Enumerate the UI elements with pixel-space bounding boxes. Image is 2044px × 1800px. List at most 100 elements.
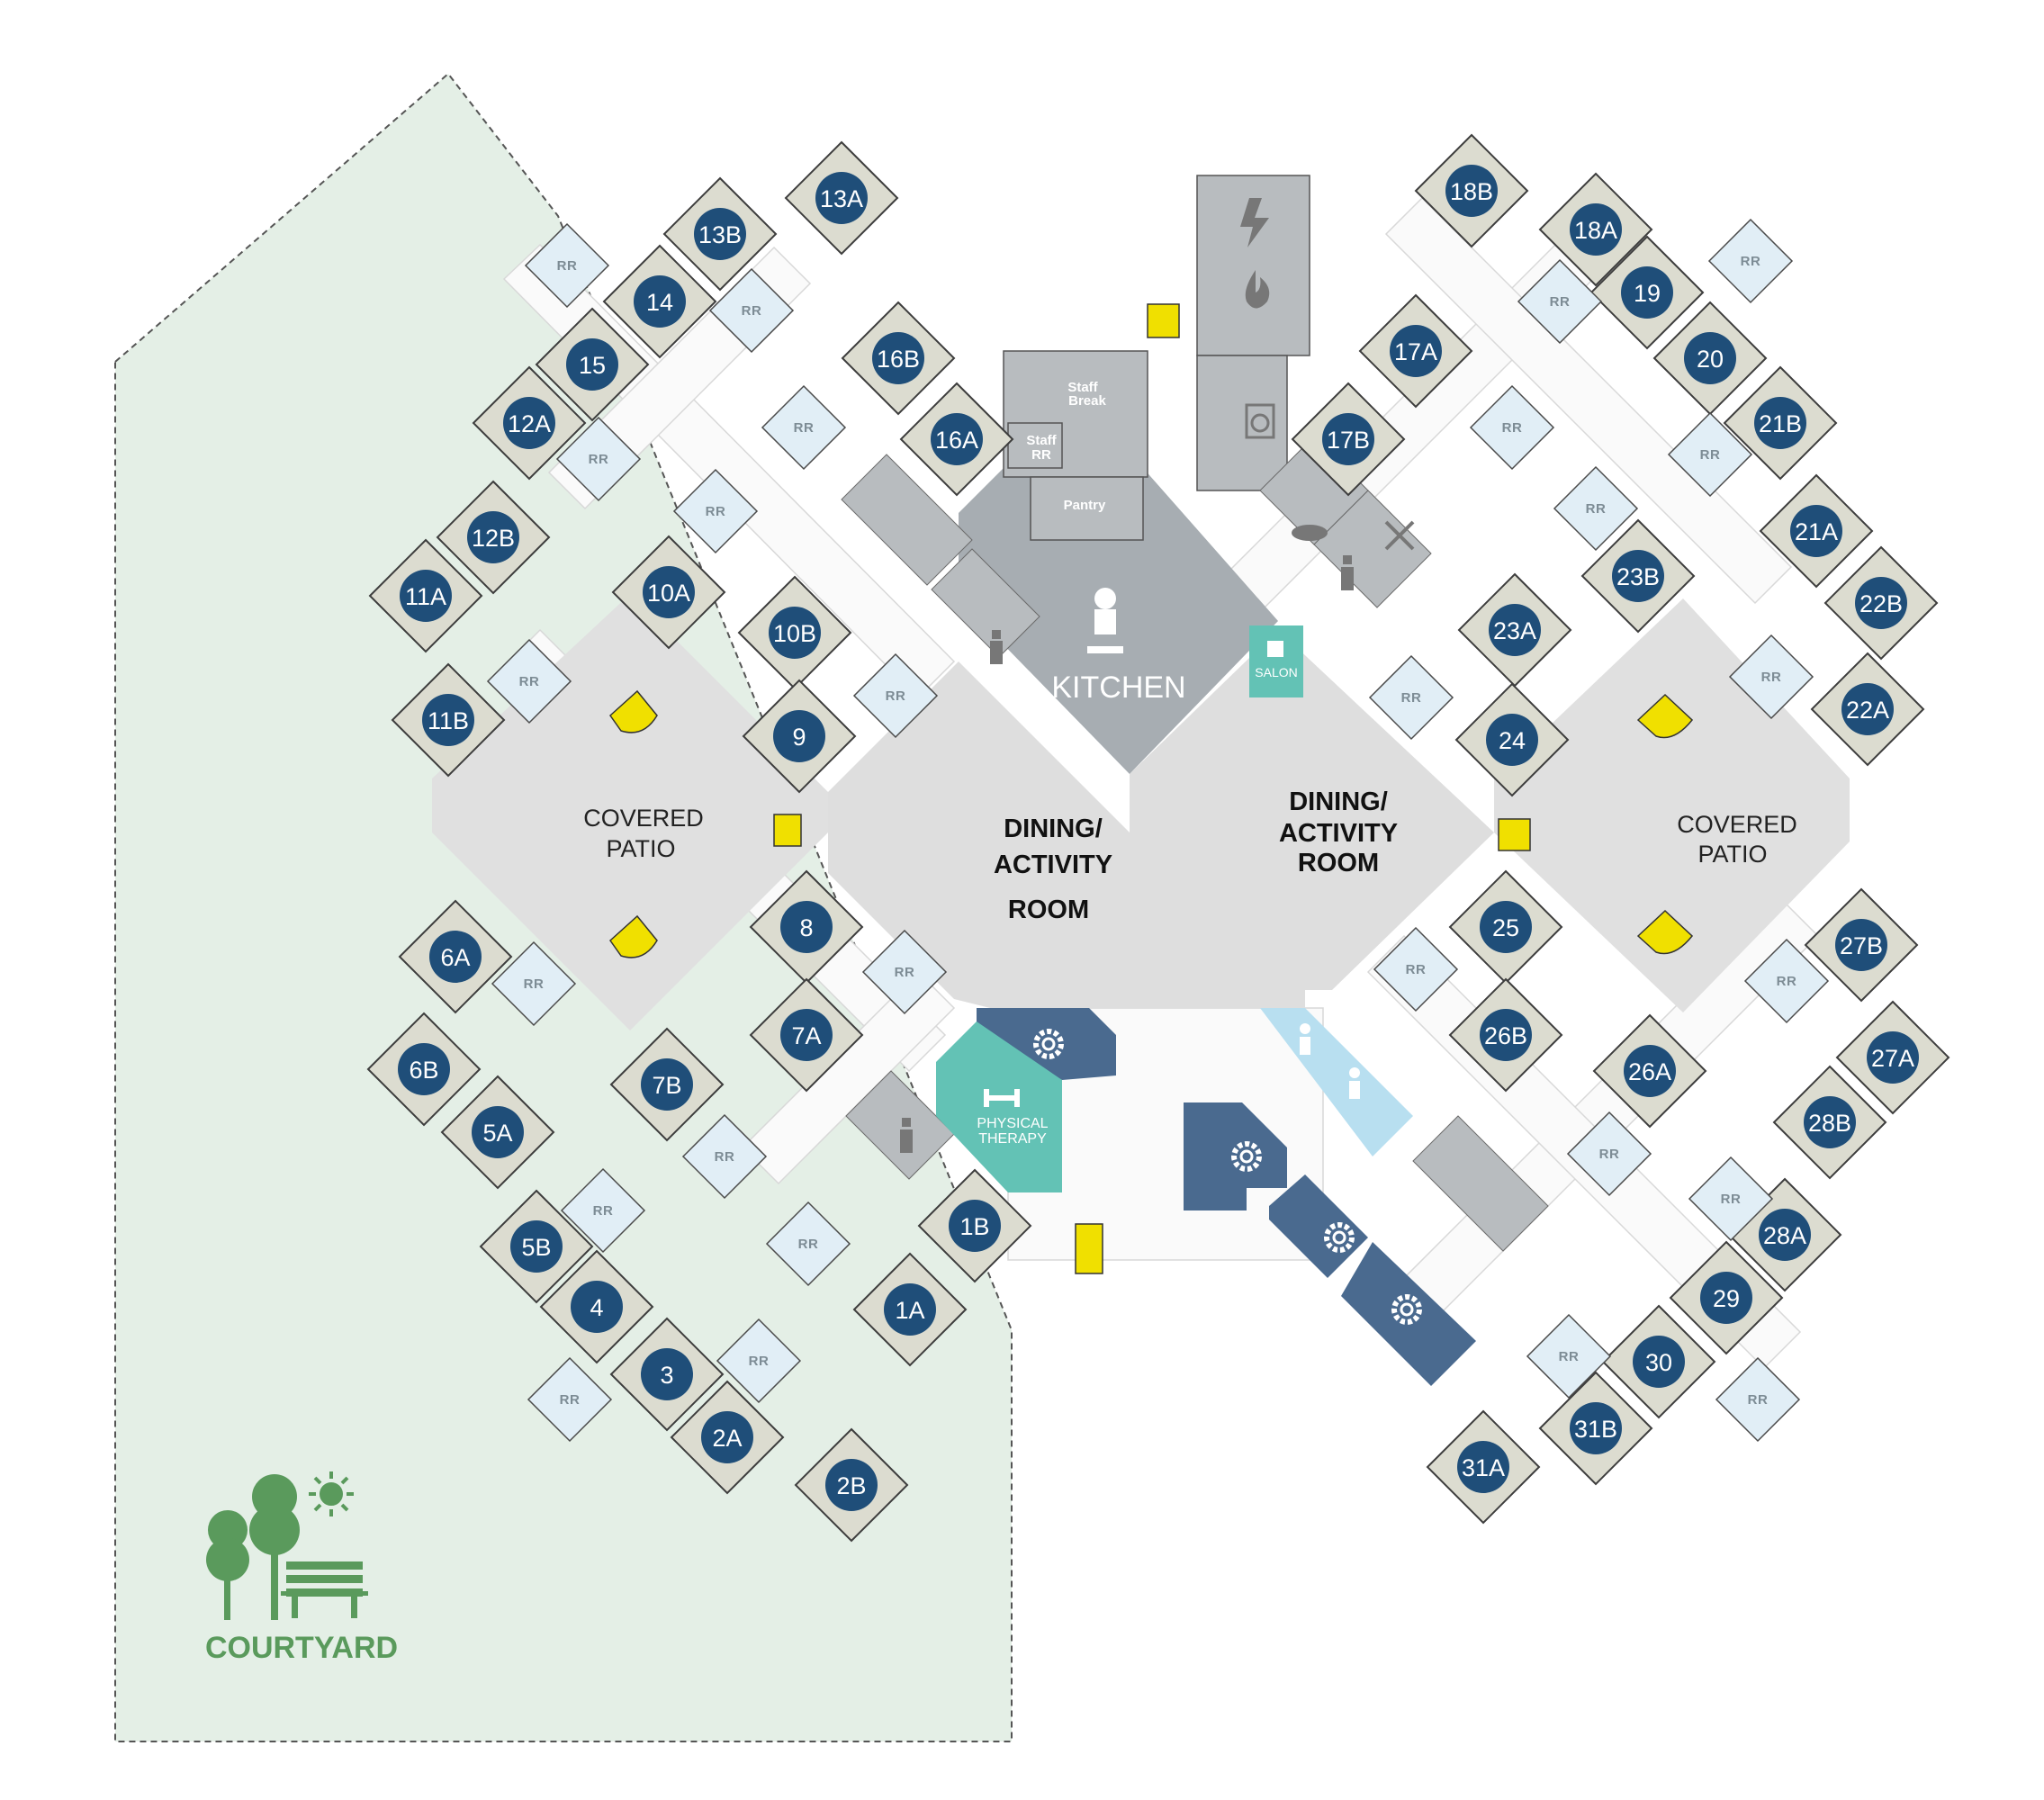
room-marker-15[interactable] bbox=[566, 338, 618, 391]
room-number: 18B bbox=[1450, 178, 1493, 205]
room-number: 17B bbox=[1327, 427, 1370, 454]
room-marker-29[interactable] bbox=[1700, 1272, 1752, 1324]
room-marker-8[interactable] bbox=[780, 901, 833, 953]
room-marker-18b[interactable] bbox=[1445, 165, 1498, 217]
room-marker-26a[interactable] bbox=[1624, 1045, 1676, 1097]
room-number: 14 bbox=[646, 289, 673, 316]
room-marker-4[interactable] bbox=[571, 1281, 623, 1333]
room-marker-28b[interactable] bbox=[1804, 1096, 1856, 1148]
room-marker-1b[interactable] bbox=[949, 1200, 1001, 1252]
room-marker-1a[interactable] bbox=[884, 1283, 936, 1336]
room-marker-7a[interactable] bbox=[780, 1009, 833, 1061]
room-marker-6a[interactable] bbox=[429, 931, 482, 983]
physical-therapy-room bbox=[936, 1022, 1062, 1192]
room-marker-27a[interactable] bbox=[1867, 1031, 1919, 1084]
room-number: 24 bbox=[1499, 727, 1526, 754]
restroom-label: RR bbox=[1741, 254, 1761, 269]
room-marker-18a[interactable] bbox=[1570, 203, 1622, 256]
electrical-icon bbox=[1240, 198, 1269, 248]
room-marker-17a[interactable] bbox=[1390, 325, 1442, 377]
gear-icon bbox=[1231, 1141, 1262, 1172]
room-number: 30 bbox=[1645, 1349, 1672, 1376]
restroom-label: RR bbox=[1761, 670, 1782, 685]
room-marker-10a[interactable] bbox=[643, 566, 695, 618]
room-marker-11b[interactable] bbox=[422, 694, 474, 746]
unit-restroom bbox=[672, 468, 759, 554]
room-marker-3[interactable] bbox=[641, 1348, 693, 1400]
room-number: 6B bbox=[409, 1057, 438, 1084]
room-marker-7b[interactable] bbox=[641, 1058, 693, 1111]
room-marker-23b[interactable] bbox=[1612, 550, 1664, 602]
dining-room-right-label-1: DINING/ bbox=[1289, 788, 1388, 816]
room-marker-23a[interactable] bbox=[1489, 604, 1541, 656]
room-marker-2a[interactable] bbox=[701, 1411, 753, 1463]
unit-restroom bbox=[1667, 411, 1753, 498]
room-marker-24[interactable] bbox=[1486, 714, 1538, 766]
physical-therapy-label-1: PHYSICAL bbox=[977, 1116, 1048, 1131]
patio-right-label-1: COVERED bbox=[1677, 811, 1797, 838]
room-marker-11a[interactable] bbox=[400, 570, 452, 622]
dining-room-right bbox=[1130, 630, 1494, 990]
unit-restroom bbox=[1566, 1111, 1652, 1197]
room-marker-2b[interactable] bbox=[825, 1459, 878, 1511]
room-number: 29 bbox=[1713, 1285, 1740, 1312]
room-marker-31a[interactable] bbox=[1457, 1441, 1509, 1493]
room-number: 7B bbox=[652, 1072, 681, 1099]
room-number: 1A bbox=[895, 1297, 924, 1324]
room-marker-16a[interactable] bbox=[931, 413, 983, 465]
room-marker-9[interactable] bbox=[773, 710, 825, 762]
room-marker-16b[interactable] bbox=[872, 332, 924, 384]
room-marker-22b[interactable] bbox=[1855, 577, 1907, 629]
restroom-label: RR bbox=[706, 504, 726, 519]
room-marker-19[interactable] bbox=[1621, 266, 1673, 319]
dining-room-left bbox=[828, 662, 1305, 1008]
room-marker-31b[interactable] bbox=[1570, 1402, 1622, 1454]
restroom-label: RR bbox=[794, 420, 815, 436]
unit-restroom bbox=[852, 652, 939, 739]
staff-break-label-1: Staff bbox=[1067, 380, 1098, 395]
room-marker-28a[interactable] bbox=[1759, 1209, 1811, 1261]
room-marker-5a[interactable] bbox=[472, 1106, 524, 1158]
kitchen-area bbox=[959, 175, 1310, 774]
unit-restroom bbox=[861, 929, 948, 1015]
unit-restroom bbox=[765, 1201, 851, 1287]
room-number: 26B bbox=[1484, 1022, 1527, 1049]
room-number: 25 bbox=[1492, 914, 1519, 941]
restroom-label: RR bbox=[742, 303, 762, 319]
room-number: 18A bbox=[1574, 217, 1617, 244]
room-marker-30[interactable] bbox=[1633, 1336, 1685, 1388]
room-marker-17b[interactable] bbox=[1322, 413, 1374, 465]
restroom-label: RR bbox=[1700, 447, 1721, 463]
restroom-icon bbox=[1300, 1023, 1360, 1099]
room-marker-12b[interactable] bbox=[467, 511, 519, 563]
room-number: 20 bbox=[1697, 346, 1724, 373]
room-marker-12a[interactable] bbox=[503, 397, 555, 449]
room-marker-21a[interactable] bbox=[1790, 505, 1842, 557]
room-marker-10b[interactable] bbox=[769, 607, 821, 659]
unit-restroom bbox=[1469, 384, 1555, 471]
room-marker-25[interactable] bbox=[1480, 901, 1532, 953]
room-number: 10A bbox=[647, 580, 690, 607]
room-marker-13a[interactable] bbox=[815, 172, 868, 224]
courtyard-label: COURTYARD bbox=[205, 1631, 398, 1665]
restroom-label: RR bbox=[895, 965, 915, 980]
unit-restroom bbox=[1743, 938, 1830, 1024]
room-number: 8 bbox=[799, 914, 813, 941]
room-marker-22a[interactable] bbox=[1841, 683, 1894, 735]
restroom-label: RR bbox=[1777, 974, 1797, 989]
labels: COURTYARD DINING/ ACTIVITY ROOM DINING/ … bbox=[205, 380, 1797, 1665]
room-number: 13B bbox=[698, 221, 742, 248]
restroom-label: RR bbox=[1406, 962, 1427, 977]
room-marker-6b[interactable] bbox=[398, 1043, 450, 1095]
room-marker-21b[interactable] bbox=[1754, 397, 1806, 449]
room-marker-26b[interactable] bbox=[1480, 1009, 1532, 1061]
room-marker-27b[interactable] bbox=[1835, 919, 1887, 971]
restroom-label: RR bbox=[1586, 501, 1607, 517]
unit-restroom bbox=[1715, 1356, 1801, 1443]
room-number: 31B bbox=[1574, 1416, 1617, 1443]
room-marker-14[interactable] bbox=[634, 275, 686, 328]
room-marker-20[interactable] bbox=[1684, 332, 1736, 384]
room-number: 21A bbox=[1795, 518, 1838, 545]
room-marker-13b[interactable] bbox=[694, 208, 746, 260]
room-marker-5b[interactable] bbox=[510, 1220, 563, 1273]
